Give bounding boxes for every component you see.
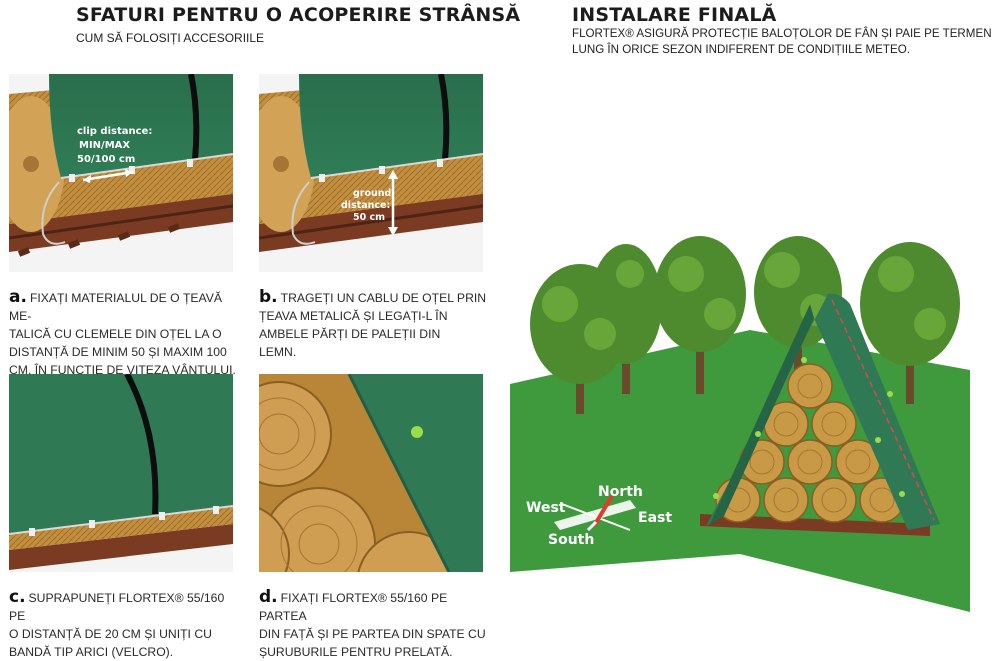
- panel-b-overlay-1: ground: [353, 188, 391, 199]
- flortex-cover: [706, 293, 940, 530]
- clip-dots: [713, 357, 905, 499]
- final-install-illustration: North West East South: [510, 234, 970, 614]
- panel-b-caption-line-1: TRAGEȚI UN CABLU DE OȚEL PRIN: [280, 291, 487, 305]
- panel-b-caption-line-3: AMBELE PĂRȚI DE PALEȚII DIN: [259, 327, 441, 341]
- panel-a-letter: a.: [9, 287, 27, 307]
- panel-c-caption-line-3: BANDĂ TIP ARICI (VELCRO).: [9, 645, 174, 659]
- panel-a-caption-line-2: TALICĂ CU CLEMELE DIN OȚEL LA O: [9, 327, 222, 341]
- right-subtitle-line-2: LUNG ÎN ORICE SEZON INDIFERENT DE CONDIȚ…: [572, 43, 910, 56]
- right-subtitle-line-1: FLORTEX® ASIGURĂ PROTECȚIE BALOȚOLOR DE …: [572, 27, 992, 40]
- panel-d-caption: d.FIXAȚI FLORTEX® 55/160 PE PARTEA DIN F…: [259, 588, 491, 661]
- panel-b-overlay-2: distance:: [341, 200, 390, 211]
- compass-south: South: [548, 532, 594, 548]
- panel-a-overlay-1: clip distance:: [77, 126, 152, 137]
- panel-a-caption: a.FIXAȚI MATERIALUL DE O ȚEAVĂ ME- TALIC…: [9, 288, 241, 379]
- panel-b-caption-line-2: ȚEAVA METALICĂ ȘI LEGAȚI-L ÎN: [259, 309, 448, 323]
- panel-d-caption-line-1: FIXAȚI FLORTEX® 55/160 PE PARTEA: [259, 591, 448, 623]
- right-title: INSTALARE FINALĂ: [572, 4, 777, 26]
- right-subtitle: FLORTEX® ASIGURĂ PROTECȚIE BALOȚOLOR DE …: [572, 26, 992, 58]
- panel-a-overlay-3: 50/100 cm: [77, 154, 135, 165]
- left-subtitle: CUM SĂ FOLOSIȚI ACCESORIILE: [76, 31, 265, 45]
- panel-a-overlay-2: MIN/MAX: [79, 140, 130, 151]
- panel-a-image: clip distance: MIN/MAX 50/100 cm: [9, 74, 233, 272]
- compass: North West East South: [526, 484, 672, 548]
- compass-west: West: [526, 500, 566, 516]
- panel-a-caption-line-3: DISTANȚĂ DE MINIM 50 ȘI MAXIM 100: [9, 345, 227, 359]
- panel-a-caption-line-4: CM, ÎN FUNCȚIE DE VITEZA VÂNTULUI.: [9, 363, 236, 377]
- panel-c-caption-line-2: O DISTANȚĂ DE 20 cm ȘI UNIȚI CU: [9, 627, 212, 641]
- panel-b-caption-line-4: LEMN.: [259, 345, 297, 359]
- panel-c-letter: c.: [9, 587, 26, 607]
- left-title: SFATURI PENTRU O ACOPERIRE STRÂNSĂ: [76, 4, 521, 26]
- panel-b-caption: b.TRAGEȚI UN CABLU DE OȚEL PRIN ȚEAVA ME…: [259, 288, 491, 361]
- compass-east: East: [638, 510, 672, 526]
- panel-b-overlay-3: 50 cm: [353, 212, 385, 223]
- panel-a-caption-line-1: FIXAȚI MATERIALUL DE O ȚEAVĂ ME-: [9, 291, 223, 323]
- panel-d-caption-line-2: DIN FAȚĂ ȘI PE PARTEA DIN SPATE CU: [259, 627, 486, 641]
- tree-group: [530, 236, 960, 414]
- panel-c-caption-line-1: SUPRAPUNEȚI FLORTEX® 55/160 PE: [9, 591, 225, 623]
- panel-d-letter: d.: [259, 587, 278, 607]
- panel-d-image: [259, 374, 483, 572]
- panel-c-image: [9, 374, 233, 572]
- pallet-base: [700, 514, 930, 536]
- panel-c-caption: c.SUPRAPUNEȚI FLORTEX® 55/160 PE O DISTA…: [9, 588, 241, 661]
- panel-b-image: ground distance: 50 cm: [259, 74, 483, 272]
- panel-d-caption-line-3: ȘURUBURILE PENTRU PRELATĂ.: [259, 645, 453, 659]
- compass-north: North: [598, 484, 643, 500]
- panel-b-letter: b.: [259, 287, 278, 307]
